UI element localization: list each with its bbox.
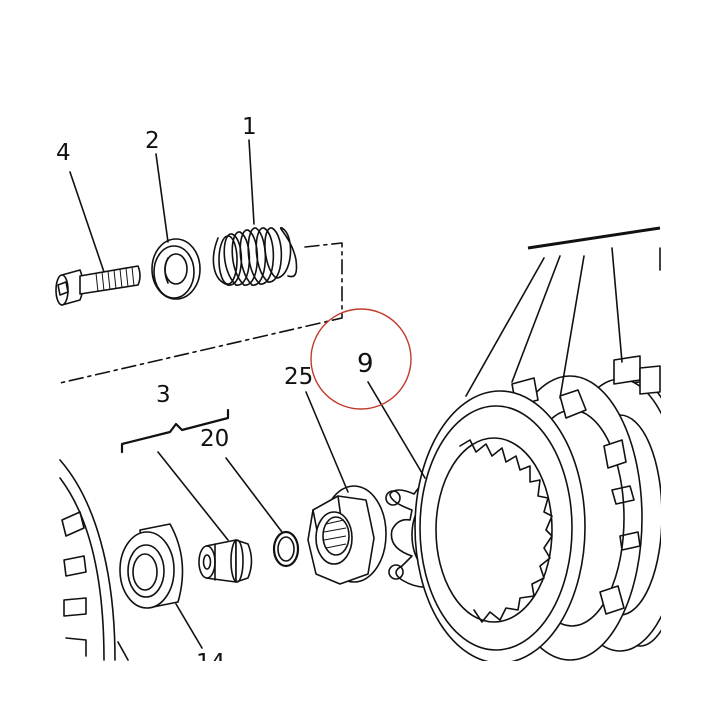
callout-oring: 20 <box>200 426 229 452</box>
clutch-pack-bracket <box>527 226 661 250</box>
callout-spring: 1 <box>242 114 257 140</box>
callout-nut: 25 <box>284 364 313 390</box>
pushrod-piece-part <box>198 539 253 583</box>
cup-washer-part <box>151 238 201 300</box>
hex-nut-part <box>307 485 387 585</box>
callout-highlight: 9 <box>357 349 374 379</box>
o-ring-part <box>272 530 300 568</box>
leader-lines <box>69 139 661 649</box>
highlight-circle <box>310 308 412 410</box>
bearing-part <box>119 523 184 609</box>
bolt-part <box>55 265 141 306</box>
callout-bolt: 4 <box>56 140 71 166</box>
coil-spring-part <box>212 227 298 286</box>
clutch-cover-partial <box>59 459 129 661</box>
group-3-bracket <box>120 408 230 454</box>
clutch-plate-pack <box>414 355 686 664</box>
callout-group: 3 <box>156 382 171 408</box>
subassembly-dashed-boundary <box>59 242 343 384</box>
callout-washer: 2 <box>145 128 160 154</box>
